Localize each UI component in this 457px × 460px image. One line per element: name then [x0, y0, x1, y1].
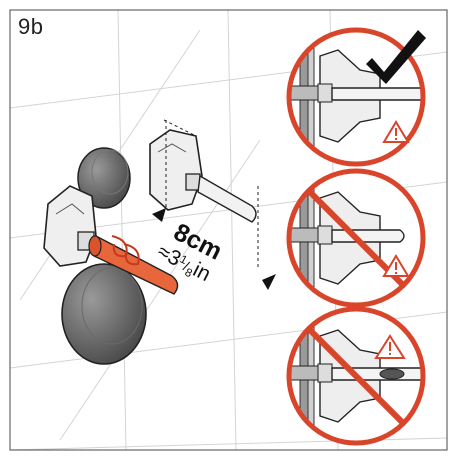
warning-icon — [382, 120, 410, 143]
middle-bracket — [149, 129, 203, 211]
orange-pin — [88, 234, 179, 295]
prohibited-icon — [305, 325, 407, 427]
dimension-arrow-right — [262, 274, 276, 290]
small-cap — [77, 147, 131, 209]
middle-fitting — [149, 119, 276, 290]
left-bracket — [43, 185, 97, 267]
middle-pin — [197, 174, 257, 223]
panel-too-short — [286, 168, 426, 308]
left-fitting — [43, 147, 179, 365]
check-icon — [366, 30, 426, 84]
large-cap — [61, 263, 147, 365]
panel-correct — [286, 27, 426, 167]
warning-icon — [382, 254, 410, 277]
panel-too-deep — [286, 306, 426, 446]
step-label: 9b — [18, 14, 44, 39]
dimension-arrow-left — [152, 208, 166, 222]
frame — [9, 9, 448, 451]
warning-icon — [374, 334, 406, 359]
